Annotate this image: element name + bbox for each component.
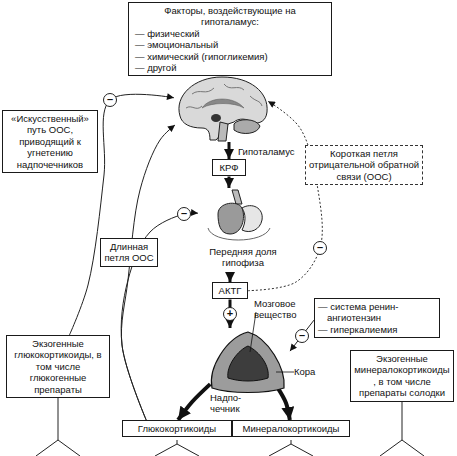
adrenal-illustration: Мозговое веществоКораНадпо- чечник: [206, 328, 290, 394]
note-box: «Искусственный» путь ООС, приводящий к у…: [2, 110, 98, 173]
node-text: Экзогенные глюкокортикоиды, в том числе …: [10, 338, 106, 395]
node-text: — эмоциональный: [135, 39, 325, 50]
node-text: — химический (гипогликемия): [135, 51, 325, 62]
drug-box: Экзогенные глюкокортикоиды, в том числе …: [6, 335, 110, 398]
pituitary-stalk: [232, 190, 242, 204]
flow-arrow: [277, 387, 289, 420]
sella-floor: [208, 228, 270, 240]
note-box: Короткая петля отрицательной обратной св…: [305, 145, 423, 185]
sign-marker: –: [103, 93, 117, 107]
hormone-box: КРФ: [212, 159, 246, 176]
note-box: Длинная петля ООС: [100, 238, 158, 267]
anterior-lobe: [218, 203, 244, 234]
node-text: — гиперкалиемия: [318, 324, 436, 335]
brain-outline: [179, 77, 267, 140]
leader-line: [269, 440, 313, 456]
node-text: — система ренин-ангиотензин: [318, 301, 436, 324]
flow-arrow: [178, 384, 210, 420]
factor-box: — система ренин-ангиотензин— гиперкалием…: [314, 298, 440, 338]
brain-illustration: [172, 74, 272, 142]
part-label: Мозговое вещество: [254, 298, 312, 321]
node-text: Экзогенные минералокортикоиды, в том чис…: [354, 353, 450, 399]
hormone-box: Глюкокортикоиды: [122, 420, 232, 437]
factor-box: Факторы, воздействующие на гипоталамус:—…: [128, 2, 332, 76]
brain-illustration: Гипоталамус: [172, 74, 272, 142]
posterior-lobe: [242, 206, 262, 232]
node-text: КРФ: [216, 162, 242, 173]
node-text: Факторы, воздействующие на гипоталамус:: [135, 5, 325, 28]
flow-arrow: [229, 272, 232, 282]
sign-marker: –: [177, 207, 191, 221]
node-text: Длинная петля ООС: [104, 241, 154, 264]
part-label: Надпо- чечник: [210, 392, 254, 415]
node-text: Короткая петля отрицательной обратной св…: [309, 148, 419, 182]
brainstem: [218, 122, 228, 141]
flow-arrow: [227, 176, 230, 188]
brain-gyri: [186, 84, 262, 108]
node-text: — другой: [135, 62, 325, 73]
corpus-callosum: [202, 99, 244, 108]
hypothalamus-mark: [211, 114, 221, 122]
node-text: «Искусственный» путь ООС, приводящий к у…: [6, 113, 94, 170]
leader-line: [380, 395, 424, 456]
adrenal-cortex: [211, 332, 284, 393]
node-text: Глюкокортикоиды: [126, 423, 228, 434]
node-text: Минералокортикоиды: [236, 423, 346, 434]
part-label: Кора: [294, 366, 324, 377]
hormone-box: АКТГ: [212, 282, 248, 299]
flow-arrow: [228, 142, 231, 159]
node-text: — физический: [135, 28, 325, 39]
sign-marker: –: [295, 329, 309, 343]
sign-marker: +: [223, 307, 237, 321]
part-label: Гипоталамус: [238, 146, 308, 157]
drug-box: Экзогенные минералокортикоиды, в том чис…: [350, 350, 454, 402]
leader-line: [155, 440, 199, 456]
leader-line: [276, 372, 294, 373]
adrenal-medulla: [228, 346, 268, 381]
feedback-arrow: [121, 125, 175, 420]
adrenal-illustration: [206, 328, 290, 394]
part-label: Передняя доля гипофиза: [198, 246, 288, 269]
cerebellum: [234, 120, 260, 134]
feedback-arrow: [290, 320, 314, 351]
pituitary-illustration: Передняя доля гипофиза: [198, 188, 288, 272]
sign-marker: –: [313, 241, 327, 255]
node-text: АКТГ: [216, 285, 244, 296]
hormone-box: Минералокортикоиды: [232, 420, 350, 437]
